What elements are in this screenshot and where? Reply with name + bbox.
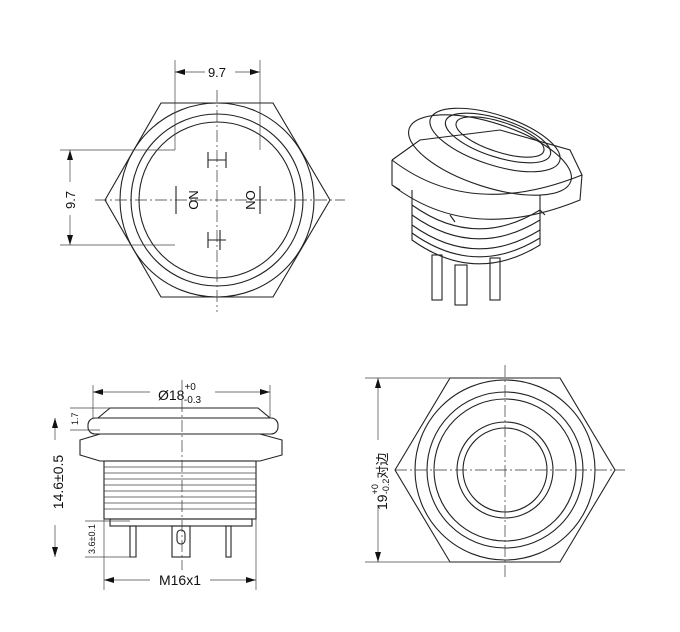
- top-view: 9.7 9.7 NO ON + -: [60, 60, 345, 312]
- across-flats-dimension: 19+0-0.2对边: [370, 453, 391, 510]
- plus-terminal-symbol: [207, 230, 226, 250]
- on-label: ON: [243, 190, 258, 210]
- top-width-dimension: 9.7: [208, 65, 226, 80]
- top-height-dimension: 9.7: [63, 191, 78, 209]
- diameter-dimension: Ø18+0-0.3: [158, 382, 202, 406]
- bottom-view: 19+0-0.2对边: [365, 365, 625, 580]
- minus-terminal-symbol: [207, 152, 227, 168]
- height-dimension: 14.6±0.5: [50, 455, 66, 510]
- side-view: Ø18+0-0.3 1.7 14.6±0.5 3.6±0.1 M16x1: [50, 380, 283, 590]
- isometric-view: [391, 107, 583, 306]
- no-label: NO: [186, 190, 201, 210]
- head-height-dimension: 1.7: [70, 412, 80, 425]
- thread-dimension: M16x1: [159, 572, 201, 588]
- pin-length-dimension: 3.6±0.1: [87, 524, 97, 554]
